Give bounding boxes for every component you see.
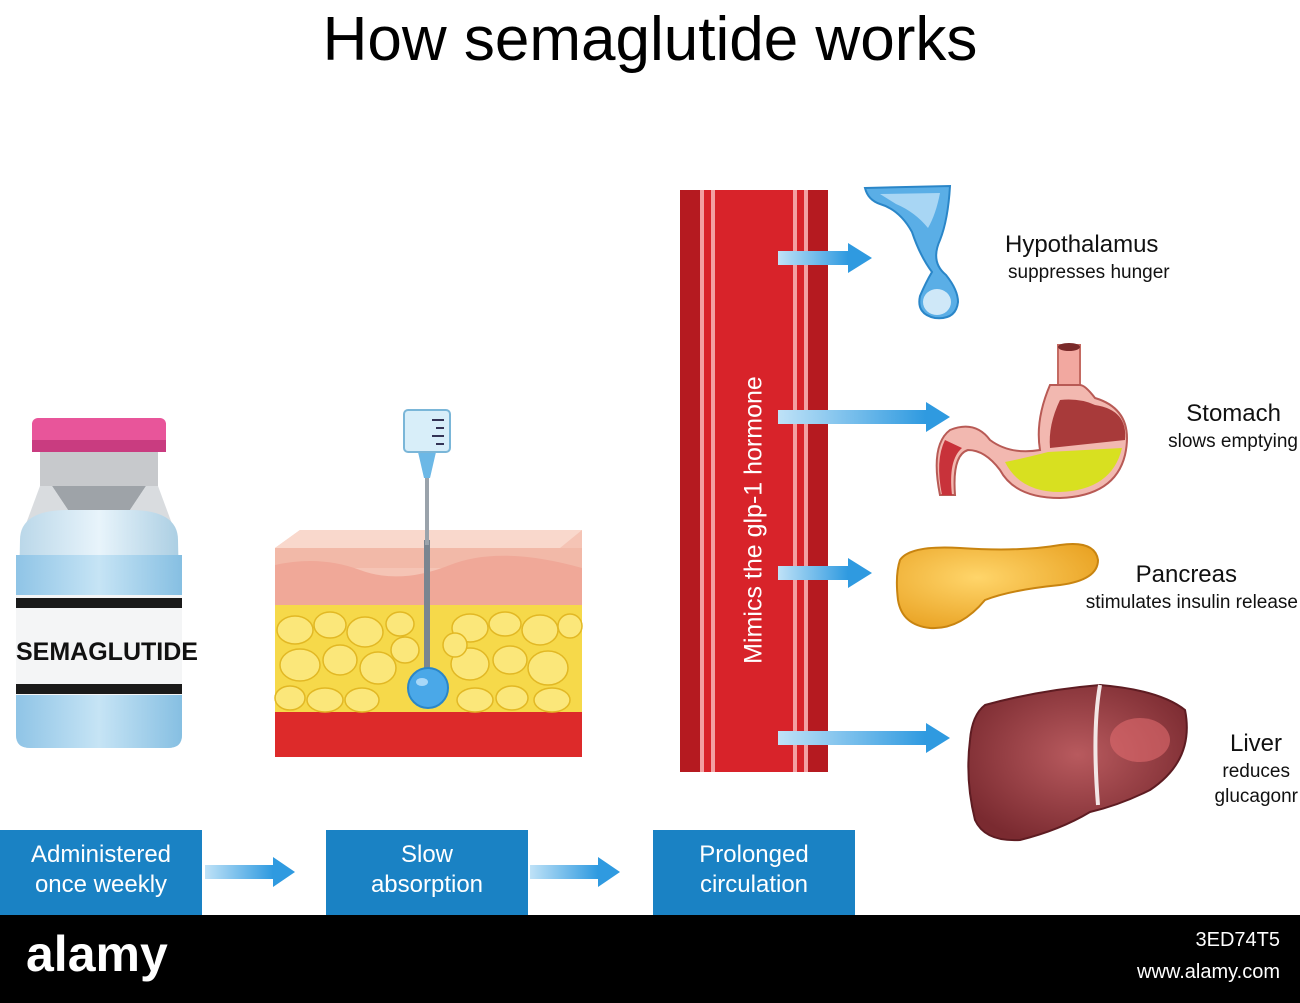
hypothalamus-illustration (863, 184, 960, 320)
watermark-footer: alamy 3ED74T5 www.alamy.com (0, 915, 1300, 1003)
pancreas-effect: stimulates insulin release (1085, 592, 1298, 613)
vessel-label: Mimics the glp-1 hormone (739, 376, 768, 664)
liver-effect-line1: reduces (1222, 761, 1290, 782)
footer-logo: alamy (26, 926, 168, 982)
process-arrows (205, 857, 620, 887)
blood-vessel-illustration (680, 190, 828, 772)
step-prolonged-circulation: Prolonged circulation (653, 830, 855, 915)
stomach-effect: slows emptying (1168, 431, 1298, 452)
vial-illustration (16, 418, 182, 748)
page-title: How semaglutide works (322, 5, 978, 74)
arrow-to-liver (778, 723, 950, 753)
step-slow-absorption-line1: Slow (400, 841, 454, 868)
step-slow-absorption: Slow absorption (326, 830, 528, 915)
vessel-to-organ-arrows (778, 243, 950, 753)
step-administered: Administered once weekly (0, 830, 202, 915)
arrow-to-hypothalamus (778, 243, 872, 273)
stomach-illustration (935, 343, 1128, 500)
stomach-name: Stomach (1186, 400, 1281, 427)
step-administered-line2: once weekly (34, 871, 168, 898)
hypothalamus-effect: suppresses hunger (1008, 262, 1170, 283)
pancreas-illustration (895, 543, 1100, 630)
step-slow-absorption-line2: absorption (370, 871, 484, 898)
arrow-to-pancreas (778, 558, 872, 588)
step-prolonged-circulation-line1: Prolonged (699, 841, 809, 868)
hypothalamus-name: Hypothalamus (1005, 231, 1159, 258)
arrow-to-stomach (778, 402, 950, 432)
step-prolonged-circulation-line2: circulation (699, 871, 809, 898)
skin-injection-illustration (274, 409, 583, 757)
diagram-artwork (16, 184, 1188, 887)
footer-image-id: 3ED74T5 (1195, 929, 1281, 951)
vial-label: SEMAGLUTIDE (16, 638, 198, 666)
liver-name: Liver (1229, 730, 1282, 757)
liver-effect-line2: glucagonr (1214, 786, 1298, 807)
pancreas-name: Pancreas (1135, 561, 1237, 588)
liver-illustration (967, 683, 1188, 842)
footer-url[interactable]: www.alamy.com (1137, 961, 1280, 983)
step-administered-line1: Administered (30, 841, 172, 868)
